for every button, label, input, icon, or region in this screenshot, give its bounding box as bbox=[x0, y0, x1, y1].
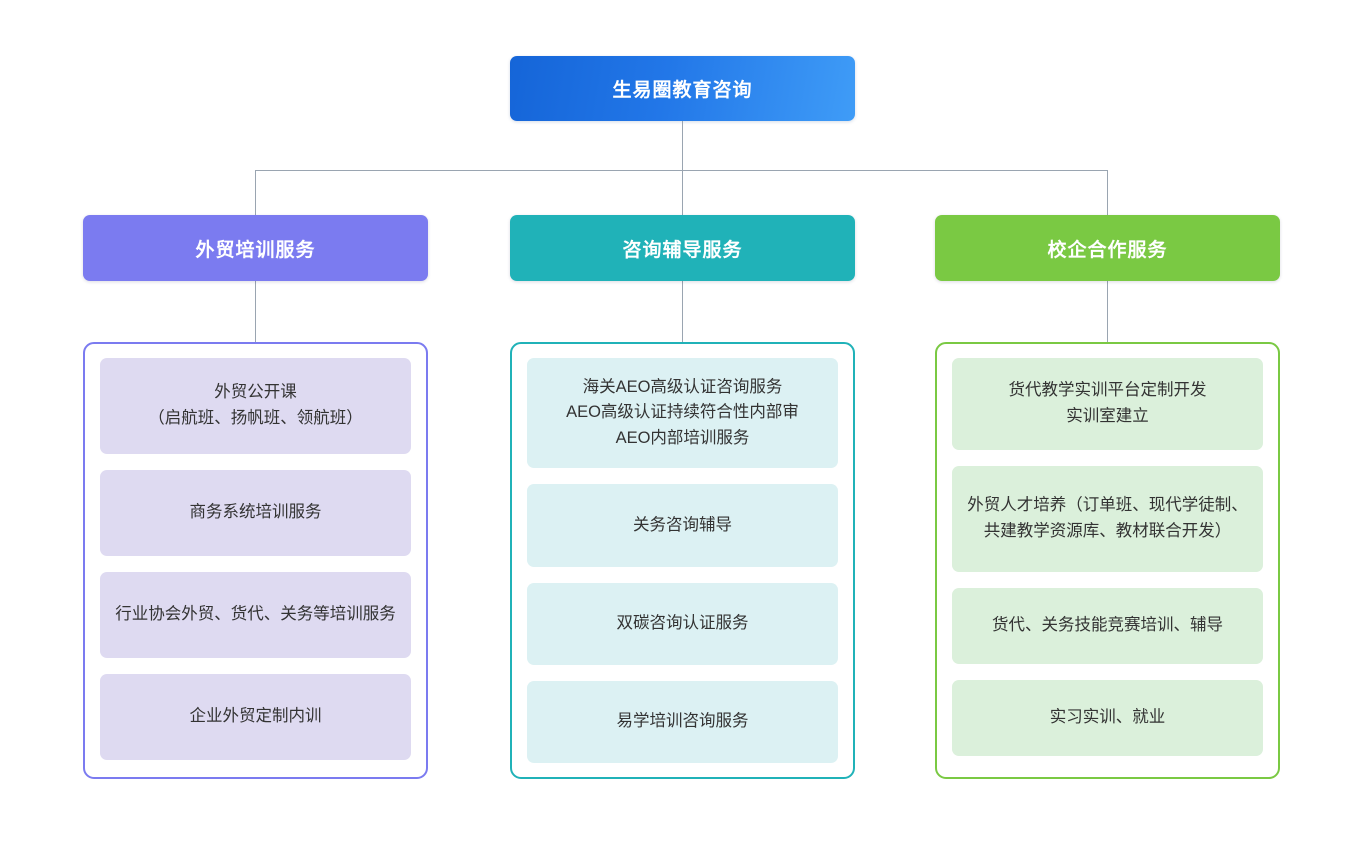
branch-header-label: 外贸培训服务 bbox=[195, 239, 316, 261]
branch-container-consulting-tutoring: 海关AEO高级认证咨询服务 AEO高级认证持续符合性内部审 AEO内部培训服务 … bbox=[510, 342, 855, 779]
leaf-item[interactable]: 海关AEO高级认证咨询服务 AEO高级认证持续符合性内部审 AEO内部培训服务 bbox=[527, 358, 838, 469]
leaf-item[interactable]: 外贸人才培养（订单班、现代学徒制、共建教学资源库、教材联合开发） bbox=[952, 466, 1263, 572]
connector-horizontal-bus bbox=[255, 170, 1108, 171]
branch-header-school-enterprise-cooperation[interactable]: 校企合作服务 bbox=[935, 215, 1280, 281]
leaf-item[interactable]: 商务系统培训服务 bbox=[100, 470, 411, 556]
branch-header-consulting-tutoring[interactable]: 咨询辅导服务 bbox=[510, 215, 855, 281]
connector-root-trunk bbox=[682, 121, 683, 171]
leaf-item[interactable]: 货代、关务技能竞赛培训、辅导 bbox=[952, 588, 1263, 664]
leaf-item[interactable]: 实习实训、就业 bbox=[952, 680, 1263, 756]
leaf-item[interactable]: 关务咨询辅导 bbox=[527, 484, 838, 567]
connector-stem-branch-2 bbox=[682, 281, 683, 342]
branch-consulting-tutoring: 咨询辅导服务 海关AEO高级认证咨询服务 AEO高级认证持续符合性内部审 AEO… bbox=[510, 215, 855, 779]
leaf-item[interactable]: 易学培训咨询服务 bbox=[527, 680, 838, 764]
branch-foreign-trade-training: 外贸培训服务 外贸公开课 （启航班、扬帆班、领航班） 商务系统培训服务 行业协会… bbox=[83, 215, 428, 779]
connector-drop-branch-2 bbox=[682, 170, 683, 215]
leaf-item[interactable]: 双碳咨询认证服务 bbox=[527, 582, 838, 665]
branch-header-label: 咨询辅导服务 bbox=[622, 239, 743, 261]
branch-header-foreign-trade-training[interactable]: 外贸培训服务 bbox=[83, 215, 428, 281]
leaf-item[interactable]: 行业协会外贸、货代、关务等培训服务 bbox=[100, 572, 411, 658]
connector-drop-branch-3 bbox=[1107, 170, 1108, 215]
leaf-item[interactable]: 企业外贸定制内训 bbox=[100, 674, 411, 760]
branch-container-school-enterprise-cooperation: 货代教学实训平台定制开发 实训室建立 外贸人才培养（订单班、现代学徒制、共建教学… bbox=[935, 342, 1280, 779]
connector-stem-branch-1 bbox=[255, 281, 256, 342]
branch-header-label: 校企合作服务 bbox=[1047, 239, 1168, 261]
branch-school-enterprise-cooperation: 校企合作服务 货代教学实训平台定制开发 实训室建立 外贸人才培养（订单班、现代学… bbox=[935, 215, 1280, 779]
leaf-item[interactable]: 外贸公开课 （启航班、扬帆班、领航班） bbox=[100, 358, 411, 454]
root-node-label: 生易圈教育咨询 bbox=[612, 80, 753, 101]
root-node-company[interactable]: 生易圈教育咨询 bbox=[510, 56, 855, 121]
branch-container-foreign-trade-training: 外贸公开课 （启航班、扬帆班、领航班） 商务系统培训服务 行业协会外贸、货代、关… bbox=[83, 342, 428, 779]
leaf-item[interactable]: 货代教学实训平台定制开发 实训室建立 bbox=[952, 358, 1263, 450]
connector-stem-branch-3 bbox=[1107, 281, 1108, 342]
connector-drop-branch-1 bbox=[255, 170, 256, 215]
